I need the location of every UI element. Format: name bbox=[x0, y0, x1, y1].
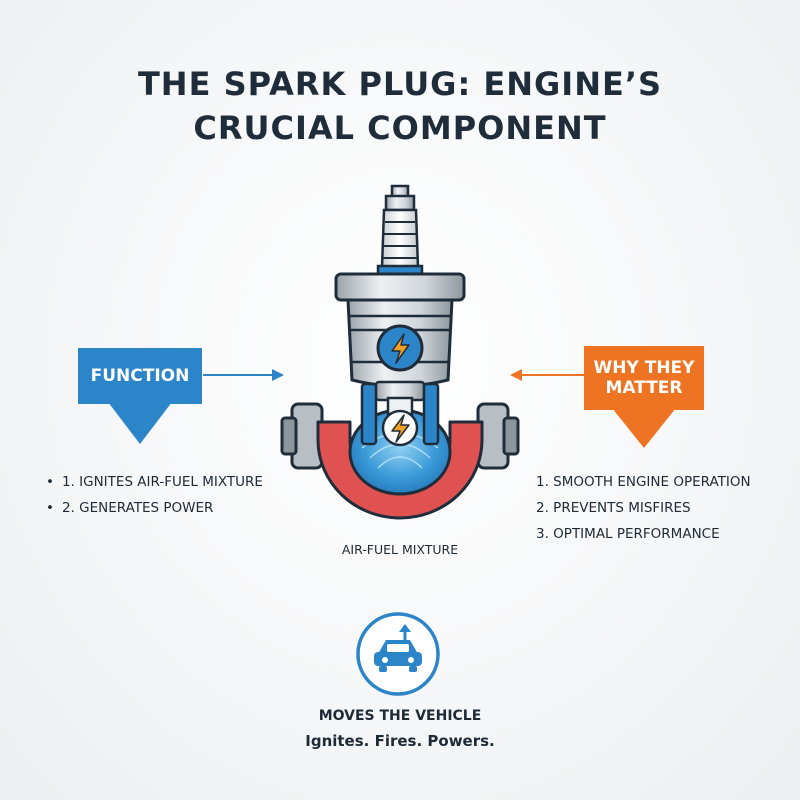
function-label: FUNCTION bbox=[90, 366, 190, 386]
up-arrow-icon bbox=[399, 624, 411, 640]
function-badge: FUNCTION bbox=[78, 348, 202, 404]
why-label-line-2: MATTER bbox=[605, 378, 683, 398]
right-mount bbox=[476, 402, 520, 470]
spark-bolt-icon bbox=[376, 324, 424, 372]
car-icon bbox=[356, 612, 440, 696]
why-pointer-arrow bbox=[510, 369, 584, 381]
outcome-label: MOVES THE VEHICLE bbox=[318, 708, 482, 724]
spark-plug-electrode bbox=[360, 380, 440, 446]
left-mount bbox=[280, 402, 324, 470]
page-title: THE SPARK PLUG: ENGINE’S CRUCIAL COMPONE… bbox=[0, 62, 800, 150]
title-line-1: THE SPARK PLUG: ENGINE’S bbox=[137, 65, 663, 103]
function-list: 1. IGNITES AIR-FUEL MIXTURE 2. GENERATES… bbox=[46, 469, 263, 521]
why-label-line-1: WHY THEY bbox=[593, 358, 695, 378]
function-down-arrow-icon bbox=[108, 402, 172, 444]
function-pointer-arrow bbox=[203, 369, 284, 381]
why-item-2: 2. PREVENTS MISFIRES bbox=[536, 500, 691, 516]
why-down-arrow-icon bbox=[612, 408, 676, 448]
air-fuel-mixture-label: AIR-FUEL MIXTURE bbox=[341, 542, 459, 557]
function-item-1: 1. IGNITES AIR-FUEL MIXTURE bbox=[46, 469, 263, 495]
title-line-2: CRUCIAL COMPONENT bbox=[193, 109, 607, 147]
spark-icon bbox=[381, 409, 419, 447]
outcome-tagline: Ignites. Fires. Powers. bbox=[305, 732, 495, 750]
why-list: 1. SMOOTH ENGINE OPERATION 2. PREVENTS M… bbox=[536, 469, 751, 547]
spark-plug-terminal bbox=[376, 184, 424, 278]
why-item-1: 1. SMOOTH ENGINE OPERATION bbox=[536, 474, 751, 490]
function-item-2: 2. GENERATES POWER bbox=[46, 495, 263, 521]
why-badge: WHY THEY MATTER bbox=[584, 346, 704, 410]
why-item-3: 3. OPTIMAL PERFORMANCE bbox=[536, 526, 720, 542]
